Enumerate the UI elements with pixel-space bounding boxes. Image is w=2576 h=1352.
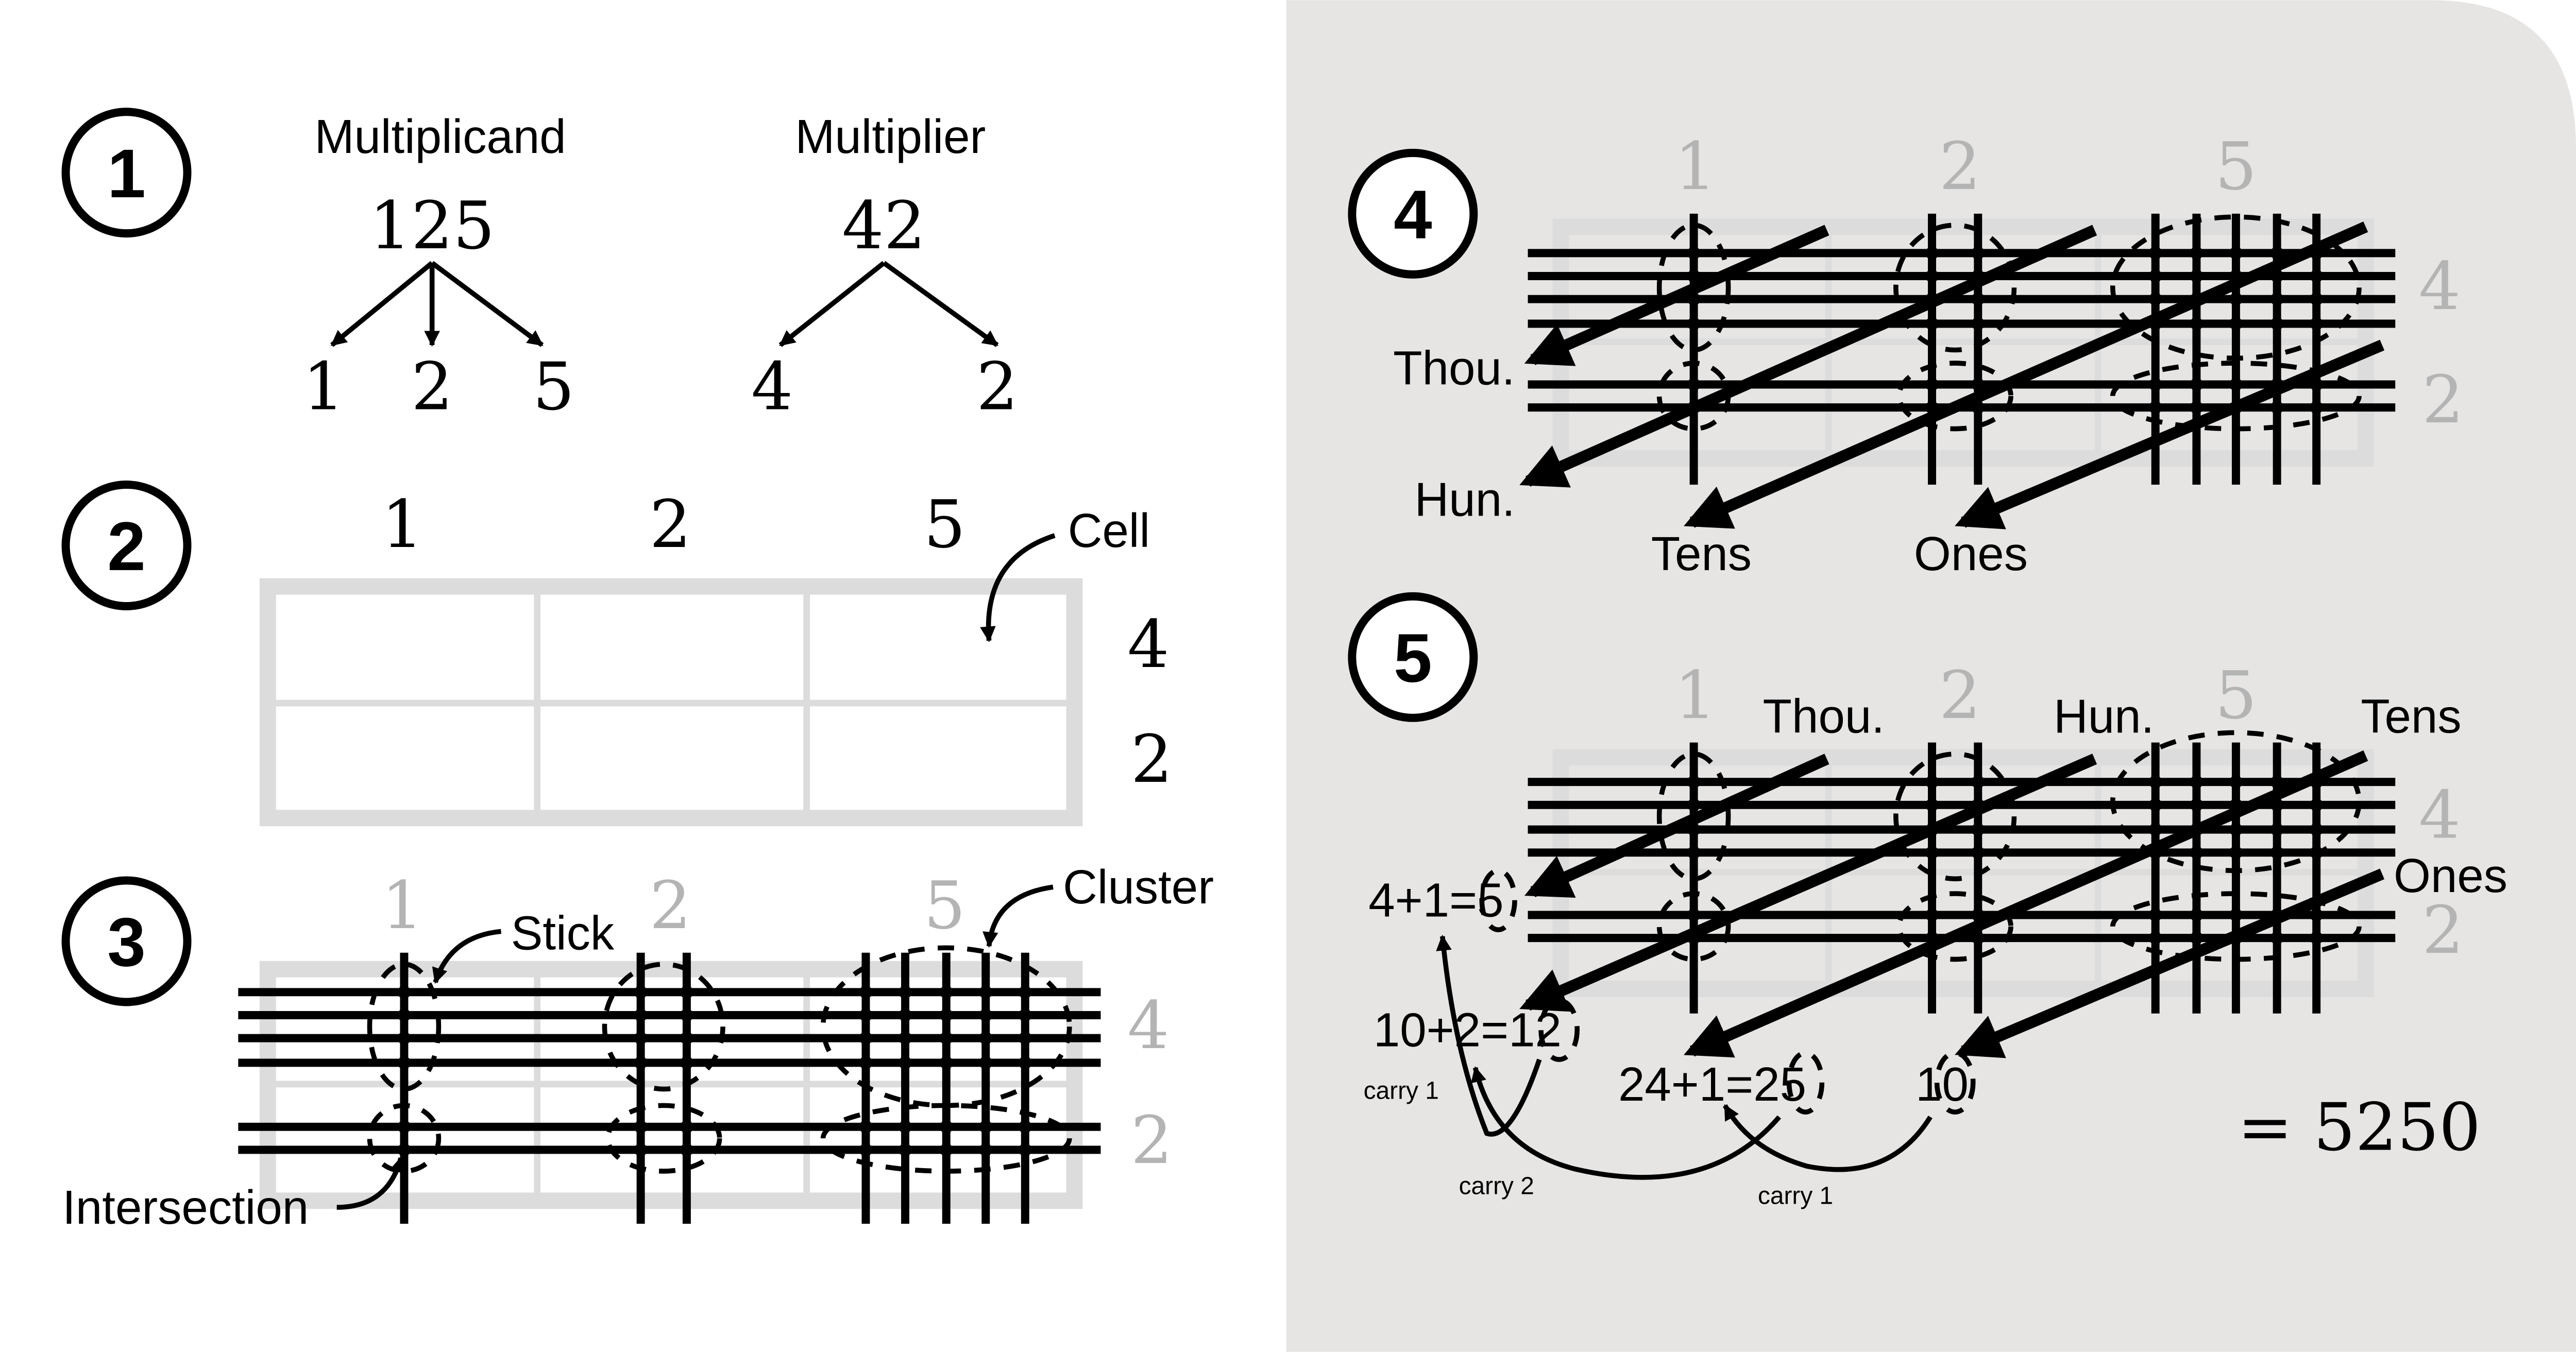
faded-side-digit: 4 (2419, 778, 2461, 854)
step-5-badge (1348, 592, 1478, 722)
step-1-badge (61, 108, 192, 238)
intersection-pointer-arrow (336, 1156, 405, 1210)
step-4: 4 1 2 5 (1348, 129, 2464, 580)
step-3-number: 3 (107, 904, 145, 981)
tens-label: Tens (1651, 527, 1752, 580)
step-2-number: 2 (107, 508, 145, 585)
multiplier-digit-ones: 2 (976, 349, 1018, 425)
cluster-label: Cluster (1063, 860, 1214, 914)
ones-label: Ones (2394, 849, 2507, 902)
place-value-diagonals (1519, 221, 2385, 529)
multiplicand-digit-ones: 5 (533, 349, 574, 425)
cell-pointer-arrow (980, 533, 1056, 642)
carry-arrow (1436, 934, 1542, 1137)
faded-side-digit: 2 (1131, 1103, 1173, 1179)
ones-label: Ones (1914, 527, 2028, 580)
multiplicand-digit-hundreds: 1 (303, 349, 345, 425)
faded-top-digit: 5 (2215, 129, 2257, 205)
multiplier-label: Multiplier (795, 110, 986, 163)
multiplier-number: 42 (842, 188, 925, 264)
step-3: 3 1 2 5 (61, 860, 1214, 1234)
place-value-diagonals (1519, 750, 2385, 1058)
cluster-outlines (1656, 730, 2362, 962)
thousands-label: Thou. (1393, 341, 1515, 395)
step-3-badge (61, 876, 192, 1006)
multiplier-digit-tens: 4 (751, 349, 793, 425)
step-2-badge (61, 481, 192, 610)
multiplicand-number: 125 (369, 188, 495, 264)
step-1: 1 Multiplicand Multiplier 125 42 1 2 5 4… (61, 108, 1018, 425)
step-2: 2 1 2 5 4 2 Cell (61, 481, 1173, 827)
tens-label: Tens (2361, 690, 2461, 743)
stick-pointer-arrow (432, 929, 502, 984)
carry-arrow (1723, 1104, 1933, 1172)
faded-side-digit: 2 (2422, 362, 2464, 438)
right-panel-background (1286, 0, 2576, 1352)
carry-arrow (1471, 1066, 1782, 1180)
decomposition-arrows (330, 261, 999, 347)
faded-side-digit: 4 (1127, 988, 1169, 1064)
grid-top-digit: 2 (649, 487, 691, 563)
intersection-label: Intersection (62, 1180, 309, 1234)
step-4-badge (1348, 148, 1478, 279)
faded-top-digit: 2 (1939, 129, 1981, 205)
faded-top-digit: 5 (924, 868, 965, 944)
cell-label: Cell (1068, 504, 1150, 557)
multiplier-sticks (1528, 249, 2396, 412)
stick-label: Stick (511, 906, 615, 960)
step-5-number: 5 (1394, 620, 1432, 697)
faded-top-digit: 2 (1939, 658, 1981, 734)
carry-label: carry 1 (1758, 1183, 1833, 1210)
intersection-dots (397, 985, 1032, 1157)
thousands-label: Thou. (1763, 690, 1885, 743)
cluster-outlines (367, 945, 1072, 1174)
empty-grid (259, 578, 1083, 827)
hundreds-sum: 10+2=12 (1374, 1003, 1562, 1057)
grid-top-digit: 1 (382, 487, 423, 563)
step-1-number: 1 (107, 135, 145, 212)
faded-side-digit: 4 (2419, 249, 2461, 325)
multiplicand-label: Multiplicand (314, 110, 566, 163)
cluster-pointer-arrow (982, 884, 1054, 948)
grid-top-digit: 5 (924, 487, 965, 563)
thousands-sum: 4+1=5 (1368, 874, 1503, 927)
hundreds-label: Hun. (1415, 473, 1515, 526)
faded-top-digit: 5 (2215, 658, 2257, 734)
cluster-outlines (1656, 214, 2362, 432)
multiplicand-digit-tens: 2 (411, 349, 453, 425)
step-4-number: 4 (1394, 177, 1432, 253)
carry-label: carry 1 (1364, 1077, 1439, 1105)
step-5: 5 1 2 5 (1348, 592, 2507, 1210)
faded-side-digit: 2 (2422, 893, 2464, 969)
multiplier-sticks (238, 988, 1101, 1154)
carry-label: carry 2 (1459, 1173, 1534, 1200)
grid-side-digit: 2 (1131, 722, 1173, 798)
faded-top-digit: 1 (1674, 658, 1716, 734)
tens-sum: 24+1=25 (1618, 1057, 1806, 1111)
final-result: = 5250 (2238, 1089, 2481, 1166)
hundreds-label: Hun. (2054, 690, 2154, 743)
faded-top-digit: 2 (649, 868, 691, 944)
grid-side-digit: 4 (1127, 607, 1169, 683)
faded-top-digit: 1 (382, 868, 423, 944)
faded-top-digit: 1 (1674, 129, 1716, 205)
